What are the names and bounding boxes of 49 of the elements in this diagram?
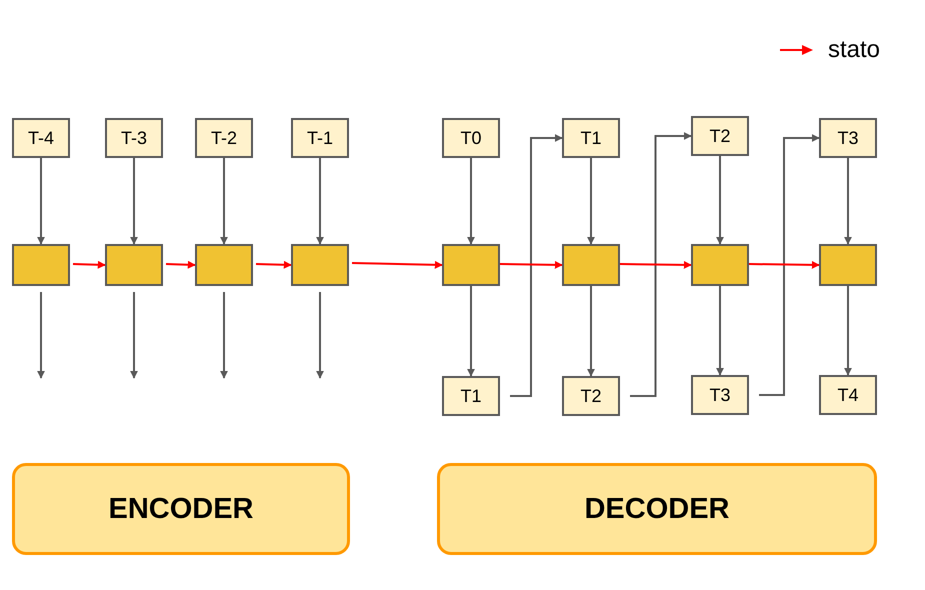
arrow	[130, 158, 138, 245]
arrow	[844, 286, 852, 376]
arrow	[467, 286, 475, 377]
arrow	[630, 132, 692, 397]
rnn-cell	[12, 244, 70, 286]
arrow	[716, 156, 724, 245]
arrow	[748, 260, 820, 269]
arrow	[510, 134, 563, 397]
arrow	[620, 260, 692, 269]
arrow	[316, 158, 324, 245]
arrow	[587, 286, 595, 377]
arrow	[72, 260, 106, 269]
arrow	[37, 158, 45, 245]
token-box: T4	[819, 375, 877, 415]
arrow	[220, 292, 228, 379]
module-box: DECODER	[437, 463, 877, 555]
token-box: T-2	[195, 118, 253, 158]
rnn-cell	[819, 244, 877, 286]
arrow	[587, 158, 595, 245]
token-box: T3	[819, 118, 877, 158]
rnn-cell	[691, 244, 749, 286]
rnn-cell	[562, 244, 620, 286]
arrow	[37, 292, 45, 379]
token-box: T1	[562, 118, 620, 158]
arrow	[467, 158, 475, 245]
arrow	[256, 260, 292, 269]
token-box: T2	[691, 116, 749, 156]
rnn-cell	[105, 244, 163, 286]
legend-label: stato	[828, 36, 880, 64]
arrow	[220, 158, 228, 245]
rnn-cell	[442, 244, 500, 286]
token-box: T0	[442, 118, 500, 158]
arrow	[844, 158, 852, 245]
token-box: T-4	[12, 118, 70, 158]
arrow	[759, 134, 820, 396]
arrow	[716, 286, 724, 376]
token-box: T1	[442, 376, 500, 416]
token-box: T-3	[105, 118, 163, 158]
rnn-cell	[291, 244, 349, 286]
token-box: T2	[562, 376, 620, 416]
arrow	[500, 260, 563, 269]
token-box: T3	[691, 375, 749, 415]
arrow	[352, 260, 443, 269]
token-box: T-1	[291, 118, 349, 158]
rnn-cell	[195, 244, 253, 286]
arrow	[316, 292, 324, 379]
module-box: ENCODER	[12, 463, 350, 555]
arrow	[130, 292, 138, 379]
arrow	[166, 260, 196, 269]
